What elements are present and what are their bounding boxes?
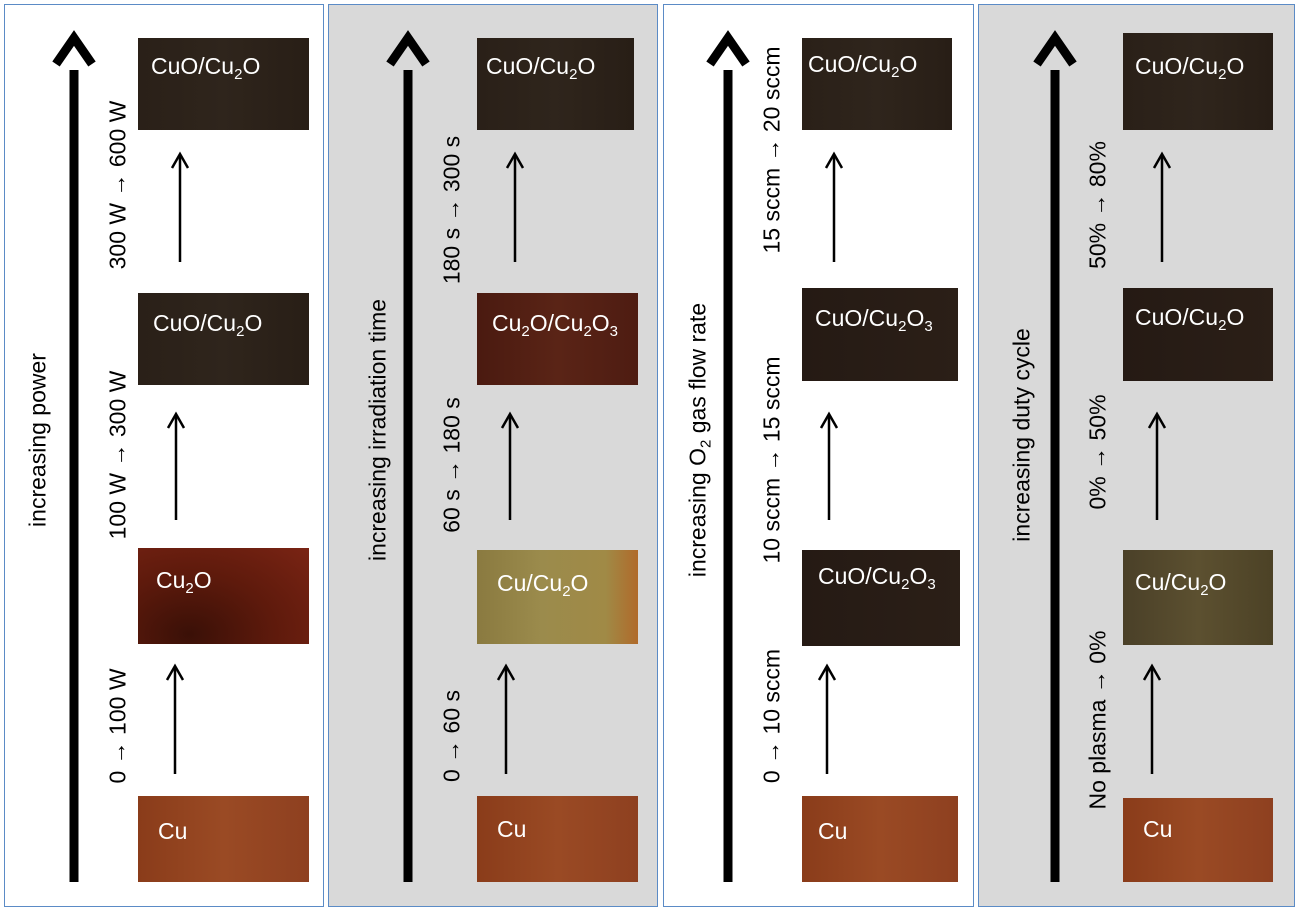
step-label-2: 60 s → 180 s bbox=[438, 397, 465, 533]
sample-label: Cu2O/Cu2O3 bbox=[492, 310, 619, 340]
step-label-1: 0 → 100 W bbox=[104, 668, 131, 784]
sample-cu: Cu bbox=[1123, 798, 1273, 882]
step-label-1: No plasma → 0% bbox=[1084, 630, 1111, 810]
axis-label-irradiation-time: increasing irradiation time bbox=[364, 298, 391, 562]
step-label-2: 0% → 50% bbox=[1084, 394, 1111, 510]
sample-label: CuO/Cu2O bbox=[1135, 304, 1245, 334]
sample-cu2o: Cu2O bbox=[138, 548, 309, 644]
sample-label: CuO/Cu2O bbox=[808, 51, 918, 81]
sample-label: Cu bbox=[1143, 816, 1173, 842]
panel-power bbox=[4, 4, 324, 907]
sample-label: Cu bbox=[497, 816, 527, 842]
axis-label-power: increasing power bbox=[24, 353, 51, 527]
sample-label: Cu bbox=[158, 818, 188, 844]
sample-cuo-cu2o: CuO/Cu2O bbox=[802, 38, 952, 130]
main-axis-arrow-3 bbox=[706, 30, 750, 882]
sample-label: Cu/Cu2O bbox=[497, 570, 589, 600]
panel-irradiation-time bbox=[328, 4, 658, 907]
step-label-3: 50% → 80% bbox=[1084, 141, 1111, 269]
axis-label-duty-cycle: increasing duty cycle bbox=[1008, 328, 1035, 542]
sample-cu: Cu bbox=[138, 796, 309, 882]
sample-cu: Cu bbox=[802, 796, 958, 882]
step-label-2: 100 W → 300 W bbox=[104, 370, 131, 540]
step-label-1: 0 → 60 s bbox=[438, 689, 465, 783]
sample-label: Cu2O bbox=[156, 567, 212, 597]
sample-cu2o-cu2o3: Cu2O/Cu2O3 bbox=[477, 293, 638, 385]
step-label-3: 15 sccm → 20 sccm bbox=[758, 46, 785, 254]
sample-cuo-cu2o: CuO/Cu2O bbox=[138, 293, 309, 385]
sample-label: Cu bbox=[818, 818, 848, 844]
sample-label: CuO/Cu2O bbox=[151, 53, 261, 83]
step-label-1: 0 → 10 sccm bbox=[758, 648, 785, 784]
sample-label: Cu/Cu2O bbox=[1135, 569, 1227, 599]
sample-label: CuO/Cu2O bbox=[486, 53, 596, 83]
main-axis-arrow-2 bbox=[386, 30, 430, 882]
sample-label: CuO/Cu2O3 bbox=[818, 563, 936, 593]
sample-cu-cu2o: Cu/Cu2O bbox=[1123, 550, 1273, 645]
sample-label: CuO/Cu2O bbox=[1135, 53, 1245, 83]
step-label-3: 180 s → 300 s bbox=[438, 135, 465, 285]
sample-cu: Cu bbox=[477, 796, 638, 882]
step-label-3: 300 W → 600 W bbox=[104, 100, 131, 270]
sample-label: CuO/Cu2O3 bbox=[815, 305, 933, 335]
sample-label: CuO/Cu2O bbox=[153, 310, 263, 340]
panel-o2-flow bbox=[663, 4, 974, 907]
sample-cuo-cu2o: CuO/Cu2O bbox=[1123, 288, 1273, 381]
step-label-2: 10 sccm → 15 sccm bbox=[758, 356, 785, 564]
sample-cuo-cu2o3: CuO/Cu2O3 bbox=[802, 550, 960, 646]
sample-cuo-cu2o: CuO/Cu2O bbox=[477, 38, 634, 130]
main-axis-arrow-4 bbox=[1033, 30, 1077, 882]
step-arrows bbox=[165, 151, 1172, 774]
main-axis-arrow-1 bbox=[52, 30, 96, 882]
sample-cuo-cu2o3: CuO/Cu2O3 bbox=[802, 288, 958, 381]
axis-label-o2-flow: increasing O2 gas flow rate bbox=[684, 302, 715, 578]
sample-cuo-cu2o: CuO/Cu2O bbox=[1123, 33, 1273, 130]
sample-cuo-cu2o: CuO/Cu2O bbox=[138, 38, 309, 130]
sample-cu-cu2o: Cu/Cu2O bbox=[477, 550, 638, 644]
panel-duty-cycle bbox=[978, 4, 1295, 907]
